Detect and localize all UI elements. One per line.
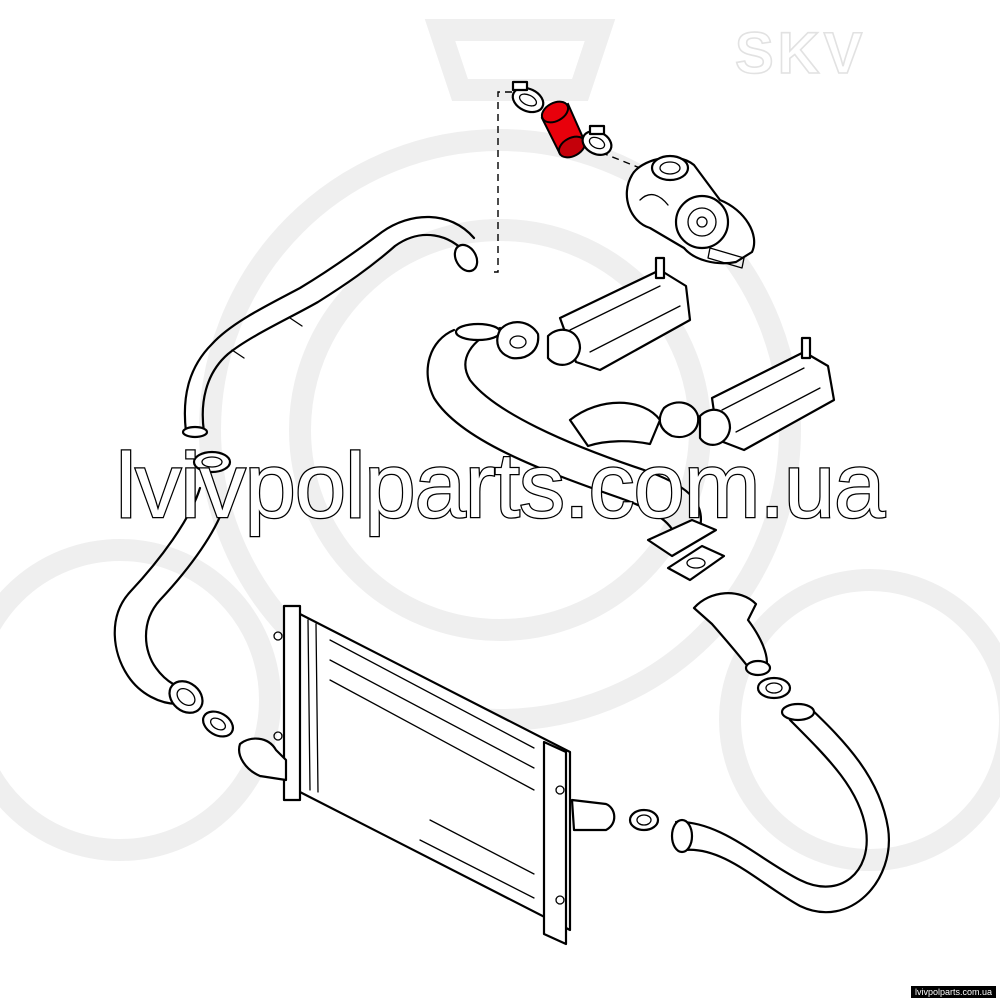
assembly-leader-line <box>494 91 641 273</box>
upper-manifold-icon <box>496 256 692 372</box>
flange-gasket-icon <box>666 544 726 582</box>
site-watermark: lvivpolparts.com.ua <box>115 435 887 537</box>
left-lower-clamp-icon <box>201 710 235 738</box>
upper-hose-clamp-icon <box>192 450 232 474</box>
right-intercooler-hose-icon <box>670 702 891 914</box>
right-upper-clamp-icon <box>756 676 792 700</box>
intercooler-icon <box>238 604 616 946</box>
top-clamp-left-icon <box>511 80 545 114</box>
top-clamp-right-icon <box>581 124 613 156</box>
lower-manifold-icon <box>568 336 836 452</box>
brand-logo: SKV <box>734 20 867 87</box>
turbocharger-icon <box>625 154 756 269</box>
right-lower-clamp-icon <box>628 808 660 832</box>
left-intercooler-hose-icon <box>113 486 228 714</box>
intake-hose-sleeve-icon[interactable] <box>538 97 588 161</box>
flange-adapter-icon <box>692 592 772 677</box>
upper-intercooler-hose-icon <box>181 215 479 439</box>
credit-label: lvivpolparts.com.ua <box>910 986 996 998</box>
